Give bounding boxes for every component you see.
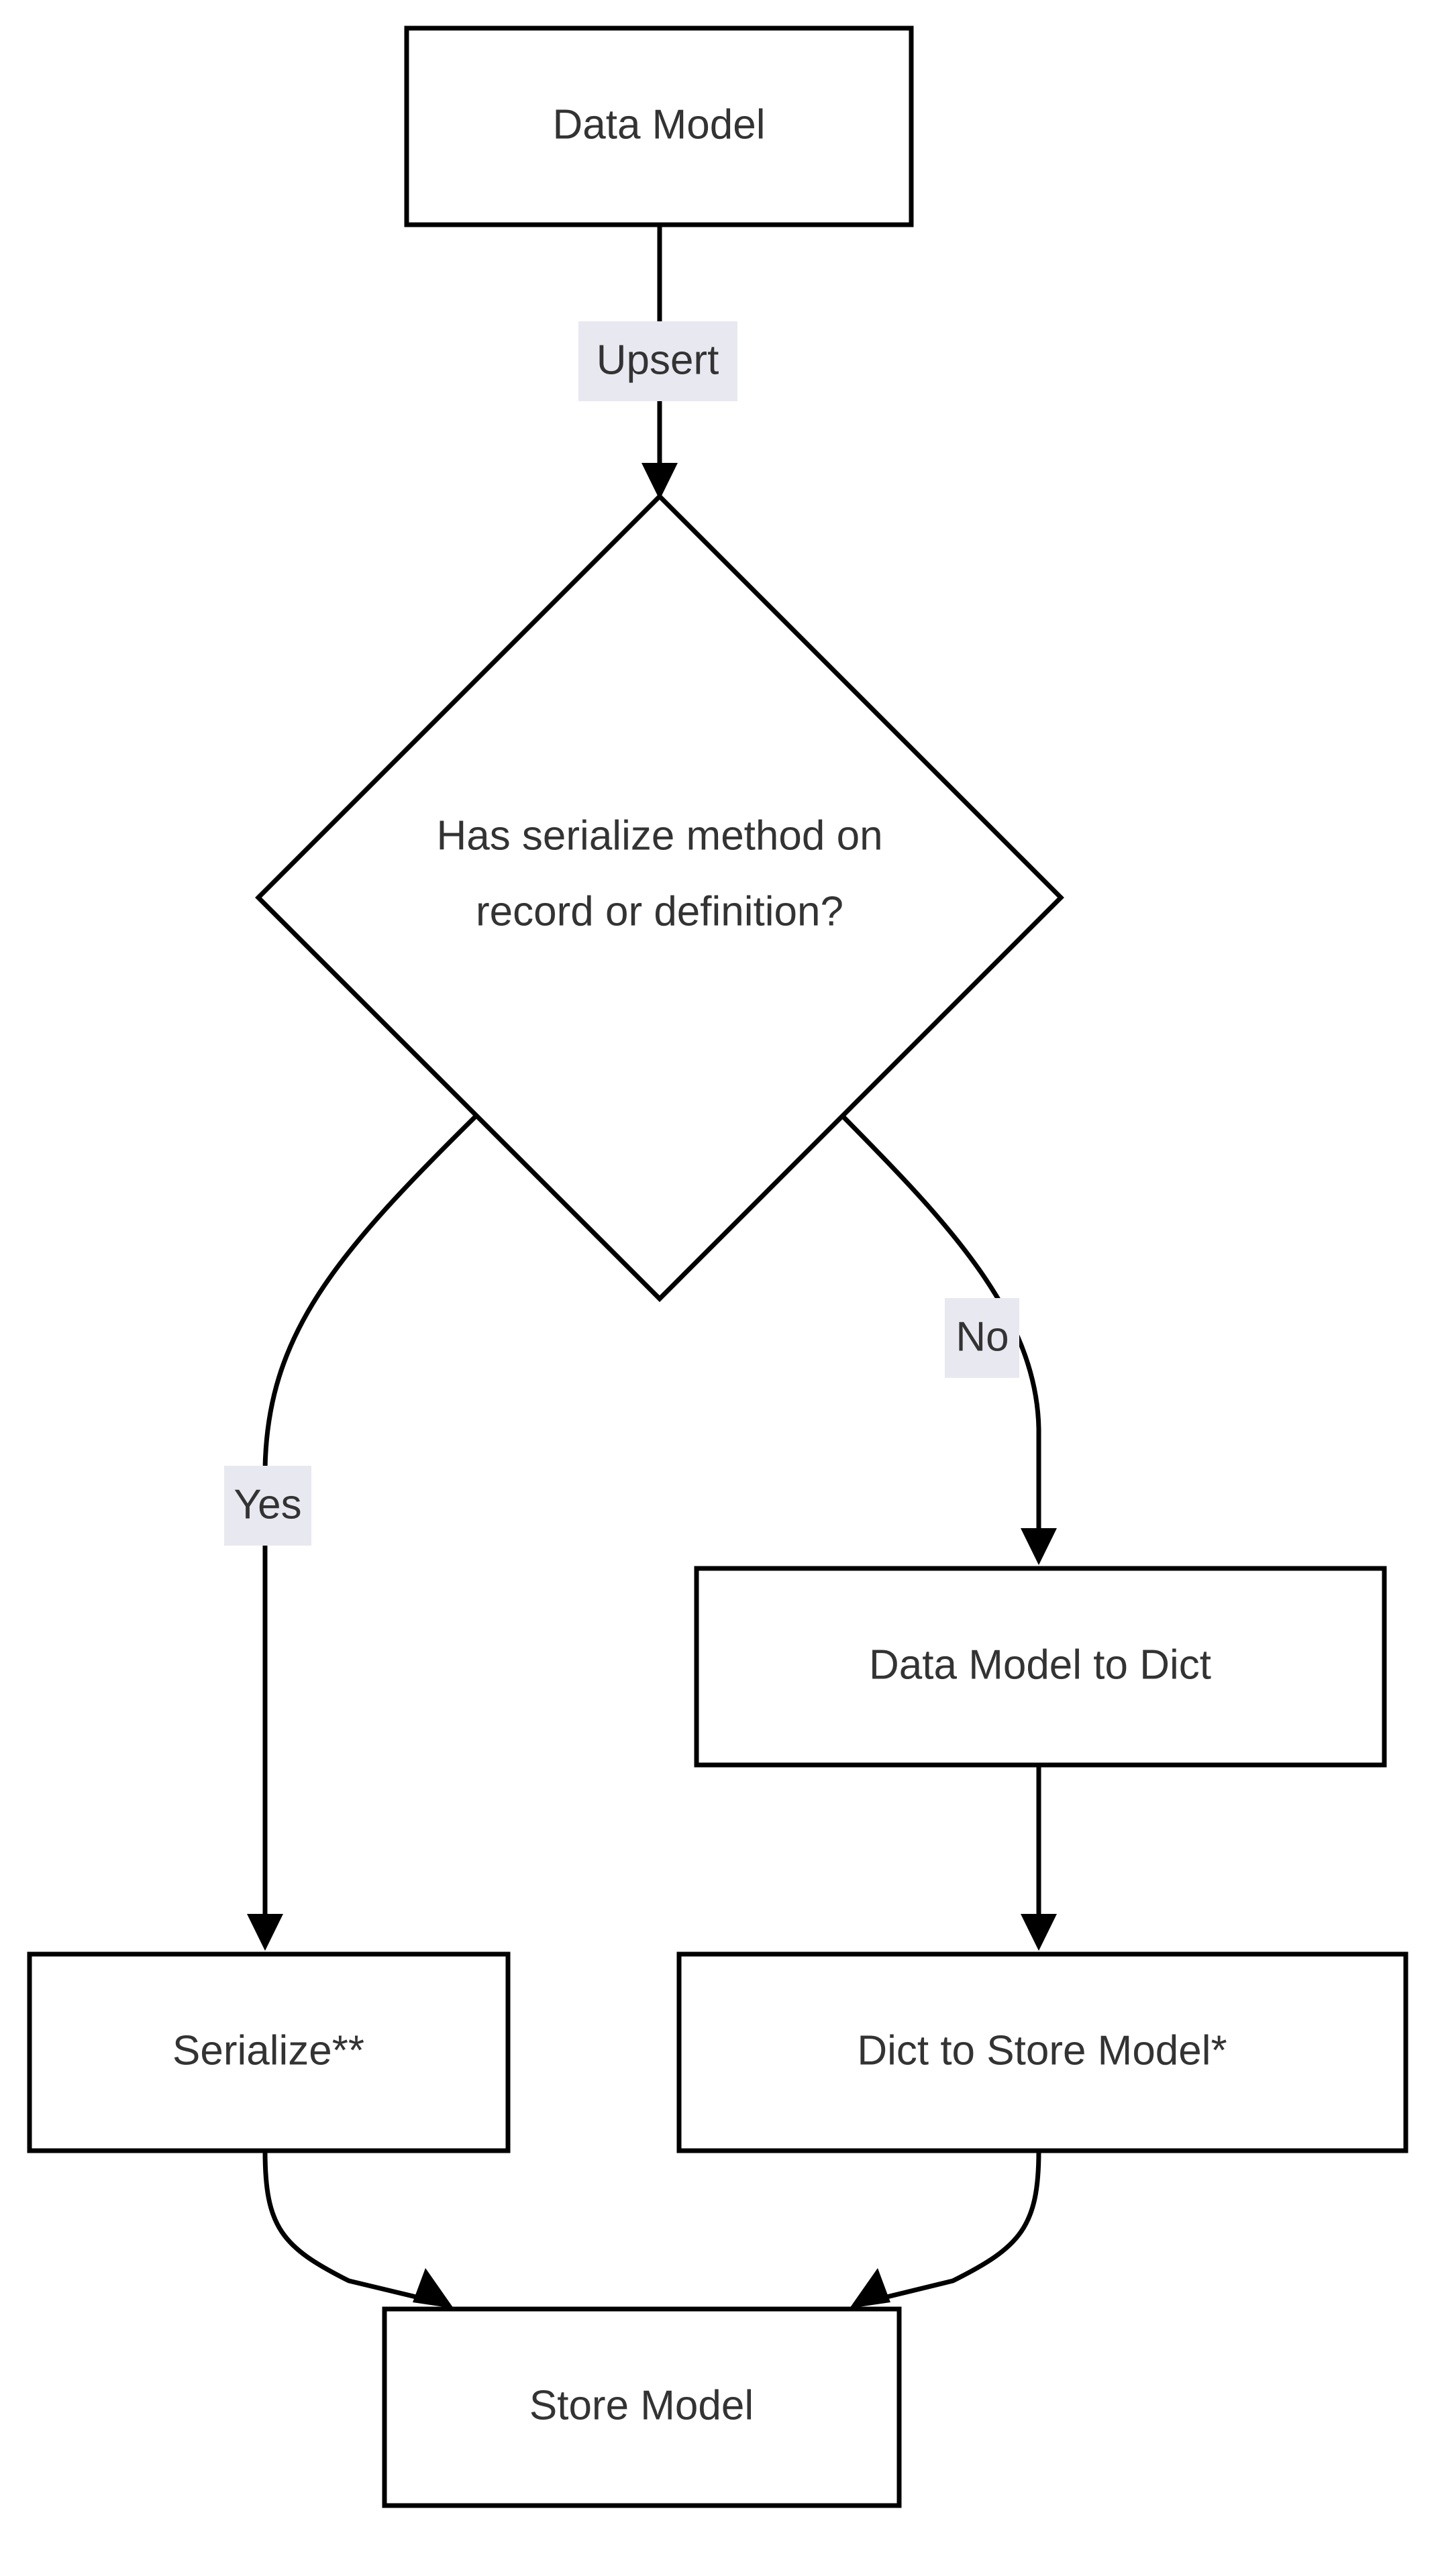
edge-label-no: No (945, 1298, 1019, 1378)
node-data-model-box[interactable] (404, 25, 914, 227)
edge-decision-to-serialize (247, 1114, 478, 1951)
node-store-model[interactable]: Store Model (382, 2306, 902, 2508)
edge-decision-to-data-model-to-dict (840, 1114, 1057, 1565)
node-data-model[interactable]: Data Model (404, 25, 914, 227)
arrowhead-icon (1021, 1914, 1057, 1951)
edge-label-upsert: Upsert (578, 321, 737, 401)
edge-label-no-bg (945, 1298, 1019, 1378)
edge-dict-to-store-model (1021, 1764, 1057, 1951)
node-serialize-label: Serialize** (172, 2027, 364, 2074)
node-decision-label-line1: Has serialize method on (436, 812, 882, 859)
node-decision-label-line2: record or definition? (476, 888, 843, 934)
node-store-model-box[interactable] (382, 2306, 902, 2508)
node-store-model-label: Store Model (529, 2382, 754, 2428)
edge-label-yes-text: Yes (234, 1481, 301, 1527)
node-data-model-to-dict-box[interactable] (694, 1566, 1387, 1768)
edge-label-yes-bg (224, 1466, 311, 1546)
node-decision[interactable]: Has serialize method on record or defini… (255, 493, 1064, 1302)
edge-label-yes: Yes (224, 1466, 311, 1546)
edge-line (262, 1114, 478, 1929)
node-dict-to-store-model-box[interactable] (676, 1951, 1408, 2153)
arrowhead-icon (1021, 1528, 1057, 1565)
node-data-model-to-dict-label: Data Model to Dict (869, 1642, 1211, 1688)
node-dict-to-store-model-label: Dict to Store Model* (857, 2027, 1227, 2074)
node-serialize-box[interactable] (27, 1951, 511, 2153)
arrowhead-icon (413, 2268, 454, 2308)
arrowhead-icon (641, 463, 678, 500)
node-data-model-to-dict[interactable]: Data Model to Dict (694, 1566, 1387, 1768)
edge-label-no-text: No (956, 1313, 1009, 1360)
arrowhead-icon (850, 2268, 890, 2308)
node-decision-diamond[interactable] (255, 493, 1064, 1302)
edge-serialize-to-store-model (262, 2150, 454, 2308)
node-data-model-label: Data Model (552, 101, 765, 148)
edge-label-upsert-bg (578, 321, 737, 401)
node-dict-to-store-model[interactable]: Dict to Store Model* (676, 1951, 1408, 2153)
edge-dict-to-store-model-to-store-model (850, 2150, 1041, 2308)
edge-line (262, 2150, 433, 2304)
arrowhead-icon (247, 1914, 283, 1951)
edge-line (840, 1114, 1041, 1543)
edge-line (870, 2150, 1041, 2304)
node-serialize[interactable]: Serialize** (27, 1951, 511, 2153)
edge-label-upsert-text: Upsert (597, 337, 719, 383)
